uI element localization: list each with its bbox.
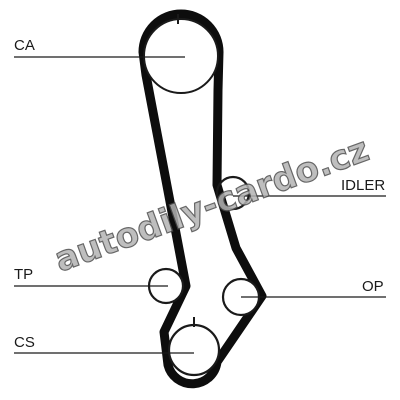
crankshaft-label: CS (14, 334, 35, 351)
idler-label: IDLER (341, 177, 385, 194)
tensioner-label: TP (14, 266, 33, 283)
watermark-text: autodily-cardo.cz (49, 130, 374, 281)
idler-pulley (215, 175, 251, 211)
oil-pump-label: OP (362, 278, 384, 295)
camshaft-pulley (143, 18, 219, 94)
crankshaft-pulley (167, 323, 221, 377)
timing-belt (138, 9, 267, 389)
camshaft-label: CA (14, 37, 35, 54)
